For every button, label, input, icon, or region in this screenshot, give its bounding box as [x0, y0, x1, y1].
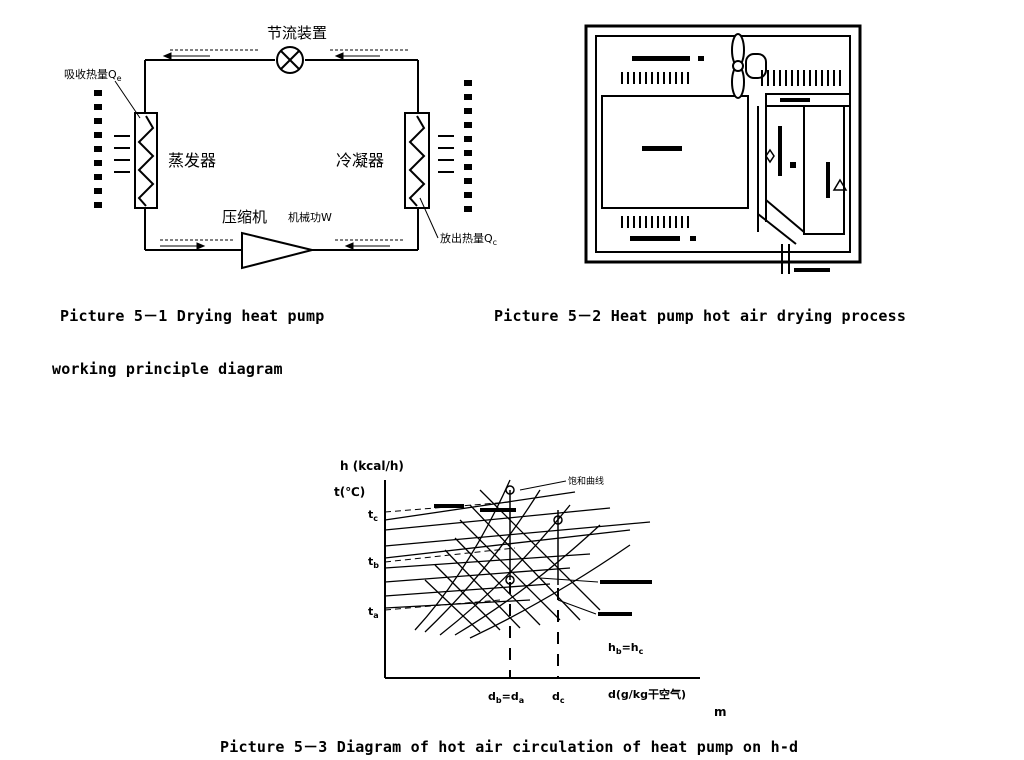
figure-hot-air-drying-process [584, 24, 862, 274]
flow-direction-arrows [160, 49, 410, 250]
heat-pump-unit [803, 105, 845, 235]
stray-m: m [714, 705, 727, 719]
illegible-hd-leaders [539, 577, 599, 615]
x-axis-label: d(g/kg干空气) [608, 687, 686, 701]
illegible-hd-labels [434, 504, 652, 616]
caption-fig2: Picture 5－2 Heat pump hot air drying pro… [494, 307, 907, 325]
caption-fig1-line1: Picture 5－1 Drying heat pump [60, 307, 325, 325]
caption-fig1-line2: working principle diagram [52, 360, 283, 378]
enthalpy-relation-label: hb=hc [608, 641, 644, 656]
hd-axes [384, 480, 700, 679]
evaporator-diagonal-1 [765, 199, 805, 233]
humidity-curves [414, 479, 631, 639]
evaporator-diagonal-2 [757, 213, 797, 245]
y-axis-label-h: h (kcal/h) [340, 459, 404, 473]
saturation-curve-label: 饱和曲线 [568, 475, 604, 487]
t-tick-a: ta [368, 605, 379, 620]
condenser-label: 冷凝器 [336, 151, 384, 170]
release-heat-leader [419, 197, 439, 239]
release-heat-label: 放出热量Qc [440, 231, 497, 247]
fan-icon [731, 33, 767, 99]
right-airflow-lines [438, 135, 454, 173]
figure-hd-diagram: h (kcal/h) t(℃) d(g/kg干空气) m tc tb ta [334, 459, 727, 719]
absorb-heat-leader [114, 80, 141, 119]
triangle-marker-icon [832, 178, 848, 191]
diamond-marker-icon [765, 148, 775, 164]
right-vertical-text [464, 80, 472, 212]
airflow-hatching [621, 70, 841, 228]
state-point-c [553, 515, 563, 525]
figure-drying-heat-pump: 节流装置 蒸发器 冷凝器 压缩机 机械功W 吸收热量Qe 放出热量Qc [64, 24, 497, 270]
x-tick-db-da: db=da [488, 690, 524, 705]
left-vertical-text [94, 90, 102, 208]
t-tick-b: tb [368, 555, 379, 570]
outer-enclosure [584, 24, 862, 264]
t-tick-c: tc [368, 508, 378, 523]
process-lines [509, 490, 559, 585]
y-axis-label-t: t(℃) [334, 485, 365, 499]
state-point-a [505, 575, 515, 585]
drying-chamber [601, 95, 749, 209]
evaporator-label: 蒸发器 [168, 151, 216, 170]
left-airflow-lines [114, 135, 130, 173]
throttle-label: 节流装置 [267, 24, 327, 42]
state-point-b [505, 485, 515, 495]
condenser-bar [765, 93, 851, 107]
dashed-drop-lines [509, 582, 559, 678]
compressor-label: 压缩机 [222, 208, 267, 226]
absorb-heat-label: 吸收热量Qe [64, 67, 122, 83]
throttle-valve-icon [276, 46, 304, 74]
illegible-labels [630, 56, 830, 272]
condenser-coil-icon [404, 112, 430, 209]
evaporator-coil-icon [134, 112, 158, 209]
inner-enclosure [595, 35, 851, 253]
compressor-icon [241, 231, 313, 270]
isotherm-lines [384, 491, 651, 609]
caption-fig3: Picture 5－3 Diagram of hot air circulati… [220, 738, 799, 756]
saturation-leader [519, 480, 567, 491]
refrigerant-circuit [144, 59, 419, 251]
mechanical-work-label: 机械功W [288, 210, 332, 224]
x-tick-dc: dc [552, 690, 565, 705]
